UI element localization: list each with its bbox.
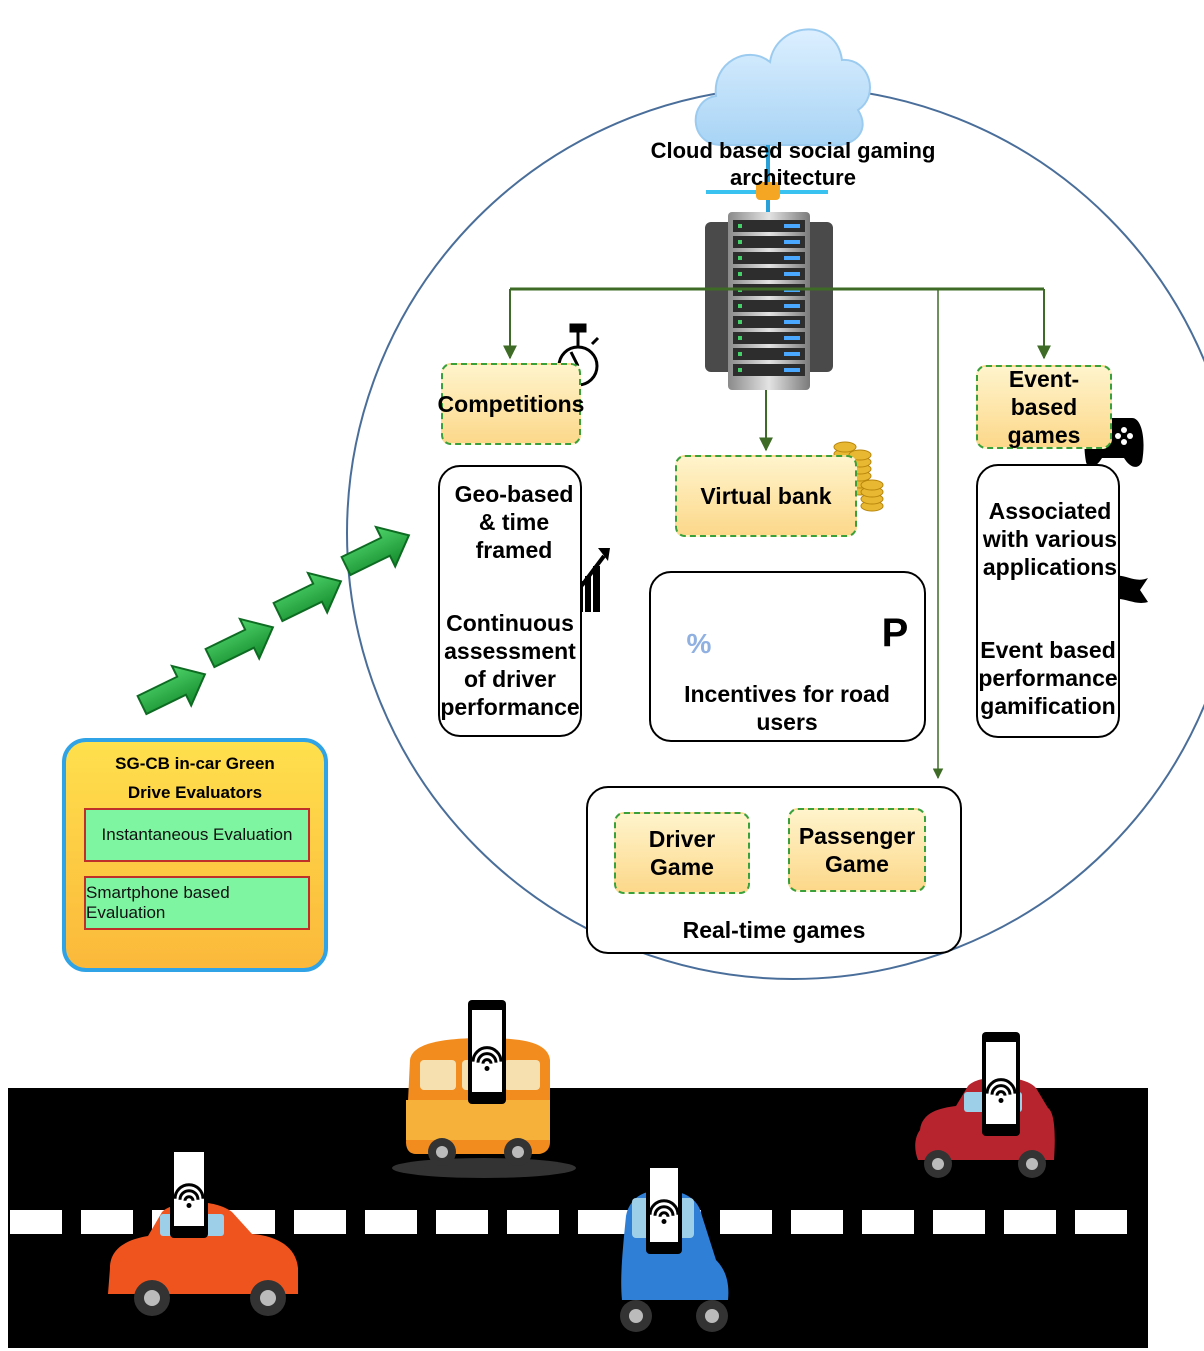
incentives-label: Incentives for road users — [684, 680, 890, 735]
wifi-icon — [985, 1078, 1017, 1094]
event-games-detail-box — [976, 464, 1120, 738]
smartphone-wifi-icon — [170, 1142, 208, 1238]
server-led — [738, 224, 742, 228]
server-led — [738, 256, 742, 260]
parking-sign-text: P — [881, 610, 909, 655]
wifi-icon — [183, 1195, 195, 1202]
server-led — [738, 304, 742, 308]
server-led — [738, 336, 742, 340]
server-unit — [733, 316, 805, 328]
lane-dash — [365, 1210, 417, 1234]
lane-dash — [81, 1210, 133, 1234]
smartphone-wifi-icon — [646, 1158, 682, 1254]
smartphone-wifi-icon — [982, 1032, 1020, 1136]
progression-arrow — [340, 525, 411, 577]
cloud-architecture-title: Cloud based social gaming architecture — [650, 138, 936, 190]
passenger-game-tag: Passenger Game — [788, 808, 926, 892]
lane-dash — [862, 1210, 914, 1234]
realtime-games-label: Real-time games — [682, 916, 866, 943]
wifi-icon — [481, 1058, 493, 1064]
lane-dash — [933, 1210, 985, 1234]
incentives-box — [649, 571, 926, 742]
server-unit — [733, 364, 805, 376]
server-led — [738, 352, 742, 356]
server-led — [738, 320, 742, 324]
server-led — [784, 240, 800, 244]
server-unit — [733, 220, 805, 232]
server-led — [784, 336, 800, 340]
server-led — [738, 240, 742, 244]
server-led — [784, 256, 800, 260]
geo-time-framed-text: Geo-based & time framed — [454, 480, 574, 564]
competitions-detail-box — [438, 465, 582, 737]
lane-dash — [436, 1210, 488, 1234]
associated-applications-text: Associated with various applications — [982, 497, 1118, 581]
lane-dash — [10, 1210, 62, 1234]
instantaneous-evaluation-item: Instantaneous Evaluation — [84, 808, 310, 862]
progression-arrow — [136, 664, 207, 716]
server-led — [738, 272, 742, 276]
evaluators-title: SG-CB in-car Green Drive Evaluators — [115, 754, 275, 802]
progression-arrow — [272, 571, 343, 623]
server-led — [738, 368, 742, 372]
coin — [833, 441, 857, 453]
wifi-icon — [471, 1046, 503, 1062]
lane-dash — [578, 1210, 630, 1234]
server-unit — [733, 236, 805, 248]
progression-arrows — [136, 525, 411, 716]
server-led — [784, 272, 800, 276]
lane-dash — [1004, 1210, 1056, 1234]
server-unit — [733, 268, 805, 280]
connector-lines — [503, 287, 1051, 780]
wifi-icon — [476, 1052, 498, 1063]
progression-arrow — [204, 617, 275, 669]
lane-dash — [791, 1210, 843, 1234]
event-based-games-tag: Event-based games — [976, 365, 1112, 449]
wifi-icon — [653, 1205, 675, 1216]
wifi-icon — [178, 1189, 200, 1200]
continuous-assessment-text: Continuous assessment of driver performa… — [440, 609, 580, 721]
wifi-icon — [173, 1183, 205, 1199]
evaluators-panel: SG-CB in-car Green Drive Evaluators Inst… — [62, 738, 328, 972]
lane-dash — [507, 1210, 559, 1234]
server-unit — [733, 348, 805, 360]
coin — [860, 479, 884, 491]
network-connector-icon — [706, 145, 828, 214]
smartphone-evaluation-item: Smartphone based Evaluation — [84, 876, 310, 930]
event-performance-text: Event based performance gamification — [978, 636, 1118, 720]
driver-game-tag: Driver Game — [614, 812, 750, 894]
server-led — [784, 304, 800, 308]
server-led — [784, 320, 800, 324]
server-unit — [733, 332, 805, 344]
server-led — [784, 224, 800, 228]
smartphone-wifi-icon — [468, 1000, 506, 1104]
lane-dash — [1075, 1210, 1127, 1234]
lane-dash — [720, 1210, 772, 1234]
lane-dash — [294, 1210, 346, 1234]
cloud-icon — [694, 28, 871, 147]
wifi-icon — [995, 1090, 1007, 1096]
server-led — [784, 352, 800, 356]
server-icon — [705, 212, 833, 390]
wifi-icon — [648, 1199, 680, 1215]
discount-percent-text: % — [686, 627, 712, 659]
wifi-icon — [990, 1084, 1012, 1095]
virtual-bank-tag: Virtual bank — [675, 455, 857, 537]
server-unit — [733, 300, 805, 312]
competitions-tag: Competitions — [438, 363, 584, 445]
wifi-icon — [658, 1211, 670, 1218]
server-unit — [733, 252, 805, 264]
server-led — [784, 368, 800, 372]
